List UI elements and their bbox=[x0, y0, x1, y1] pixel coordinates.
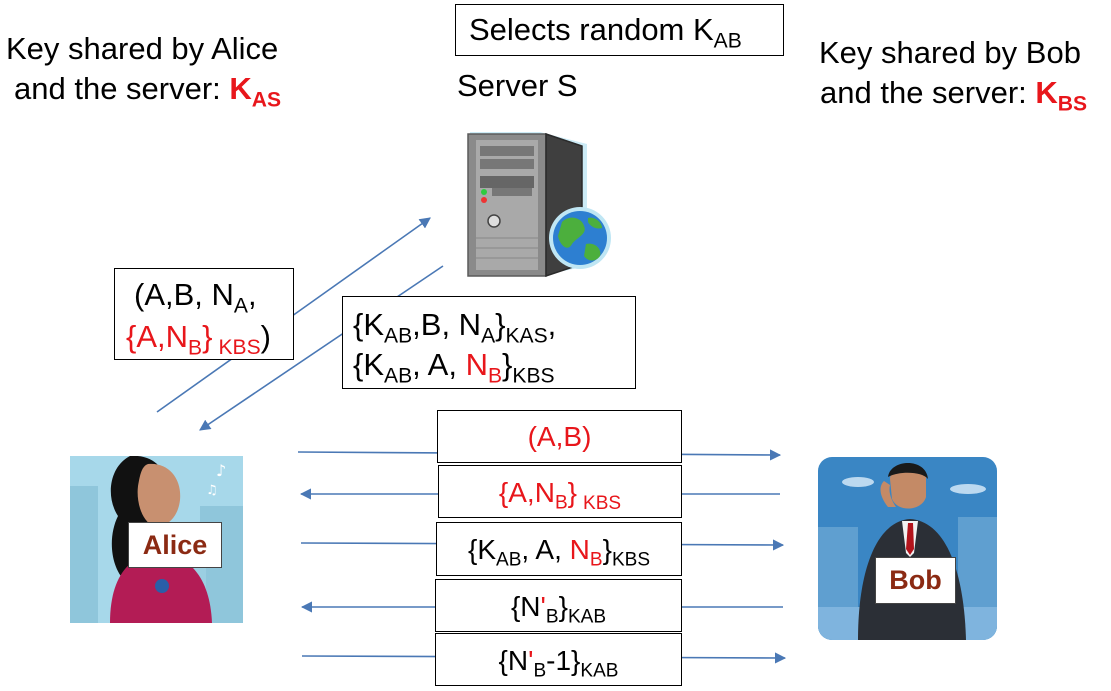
flow-msg-3: {KAB, A, NB}KBS bbox=[436, 522, 682, 576]
server-label: Server S bbox=[457, 68, 578, 103]
arrow-server-to-alice bbox=[199, 265, 444, 431]
right-key-line2: and the server: KBS bbox=[820, 75, 1088, 116]
left-key-line1: Key shared by Alice bbox=[6, 31, 279, 66]
flow-msg-4: {N'B}KAB bbox=[435, 579, 682, 632]
bob-illustration bbox=[818, 457, 997, 640]
svg-text:♪: ♪ bbox=[216, 461, 226, 480]
left-key-line2: and the server: KAS bbox=[14, 71, 282, 112]
right-key-line1: Key shared by Bob bbox=[819, 35, 1081, 70]
bob-label: Bob bbox=[875, 557, 956, 604]
msg-server-to-alice-line1: {KAB,B, NA}KAS, bbox=[353, 307, 557, 348]
flow-msg-5-text: {N'B-1}KAB bbox=[498, 645, 619, 682]
svg-text:♫: ♫ bbox=[206, 483, 218, 498]
alice-label: Alice bbox=[128, 522, 222, 568]
flow-msg-1-text: (A,B) bbox=[527, 421, 592, 452]
bob-avatar: Bob bbox=[818, 457, 997, 640]
msg-alice-to-server: (A,B, NA, {A,NB}KBS) bbox=[114, 268, 294, 360]
flow-msg-5: {N'B-1}KAB bbox=[435, 633, 682, 686]
flow-msg-3-text: {KAB, A, NB}KBS bbox=[467, 534, 651, 571]
flow-msg-2-text: {A,NB}KBS bbox=[498, 477, 622, 514]
flow-msg-2: {A,NB}KBS bbox=[438, 465, 682, 518]
msg-server-to-alice-line2: {KAB, A, NB}KBS bbox=[353, 347, 555, 388]
server-action-box: Selects random KAB bbox=[455, 4, 784, 56]
alice-avatar: ♪ ♫ Alice bbox=[70, 455, 243, 623]
msg-alice-to-server-line2: {A,NB}KBS) bbox=[126, 319, 271, 360]
flow-msg-4-text: {N'B}KAB bbox=[510, 591, 607, 628]
right-key-name: KBS bbox=[1035, 75, 1088, 116]
left-key-name: KAS bbox=[229, 71, 282, 112]
msg-server-to-alice: {KAB,B, NA}KAS, {KAB, A, NB}KBS bbox=[342, 296, 636, 389]
msg-alice-to-server-line1: (A,B, NA, bbox=[134, 277, 257, 318]
server-action-text: Selects random KAB bbox=[469, 12, 742, 53]
server-icon bbox=[467, 132, 611, 278]
flow-msg-1: (A,B) bbox=[437, 410, 682, 463]
